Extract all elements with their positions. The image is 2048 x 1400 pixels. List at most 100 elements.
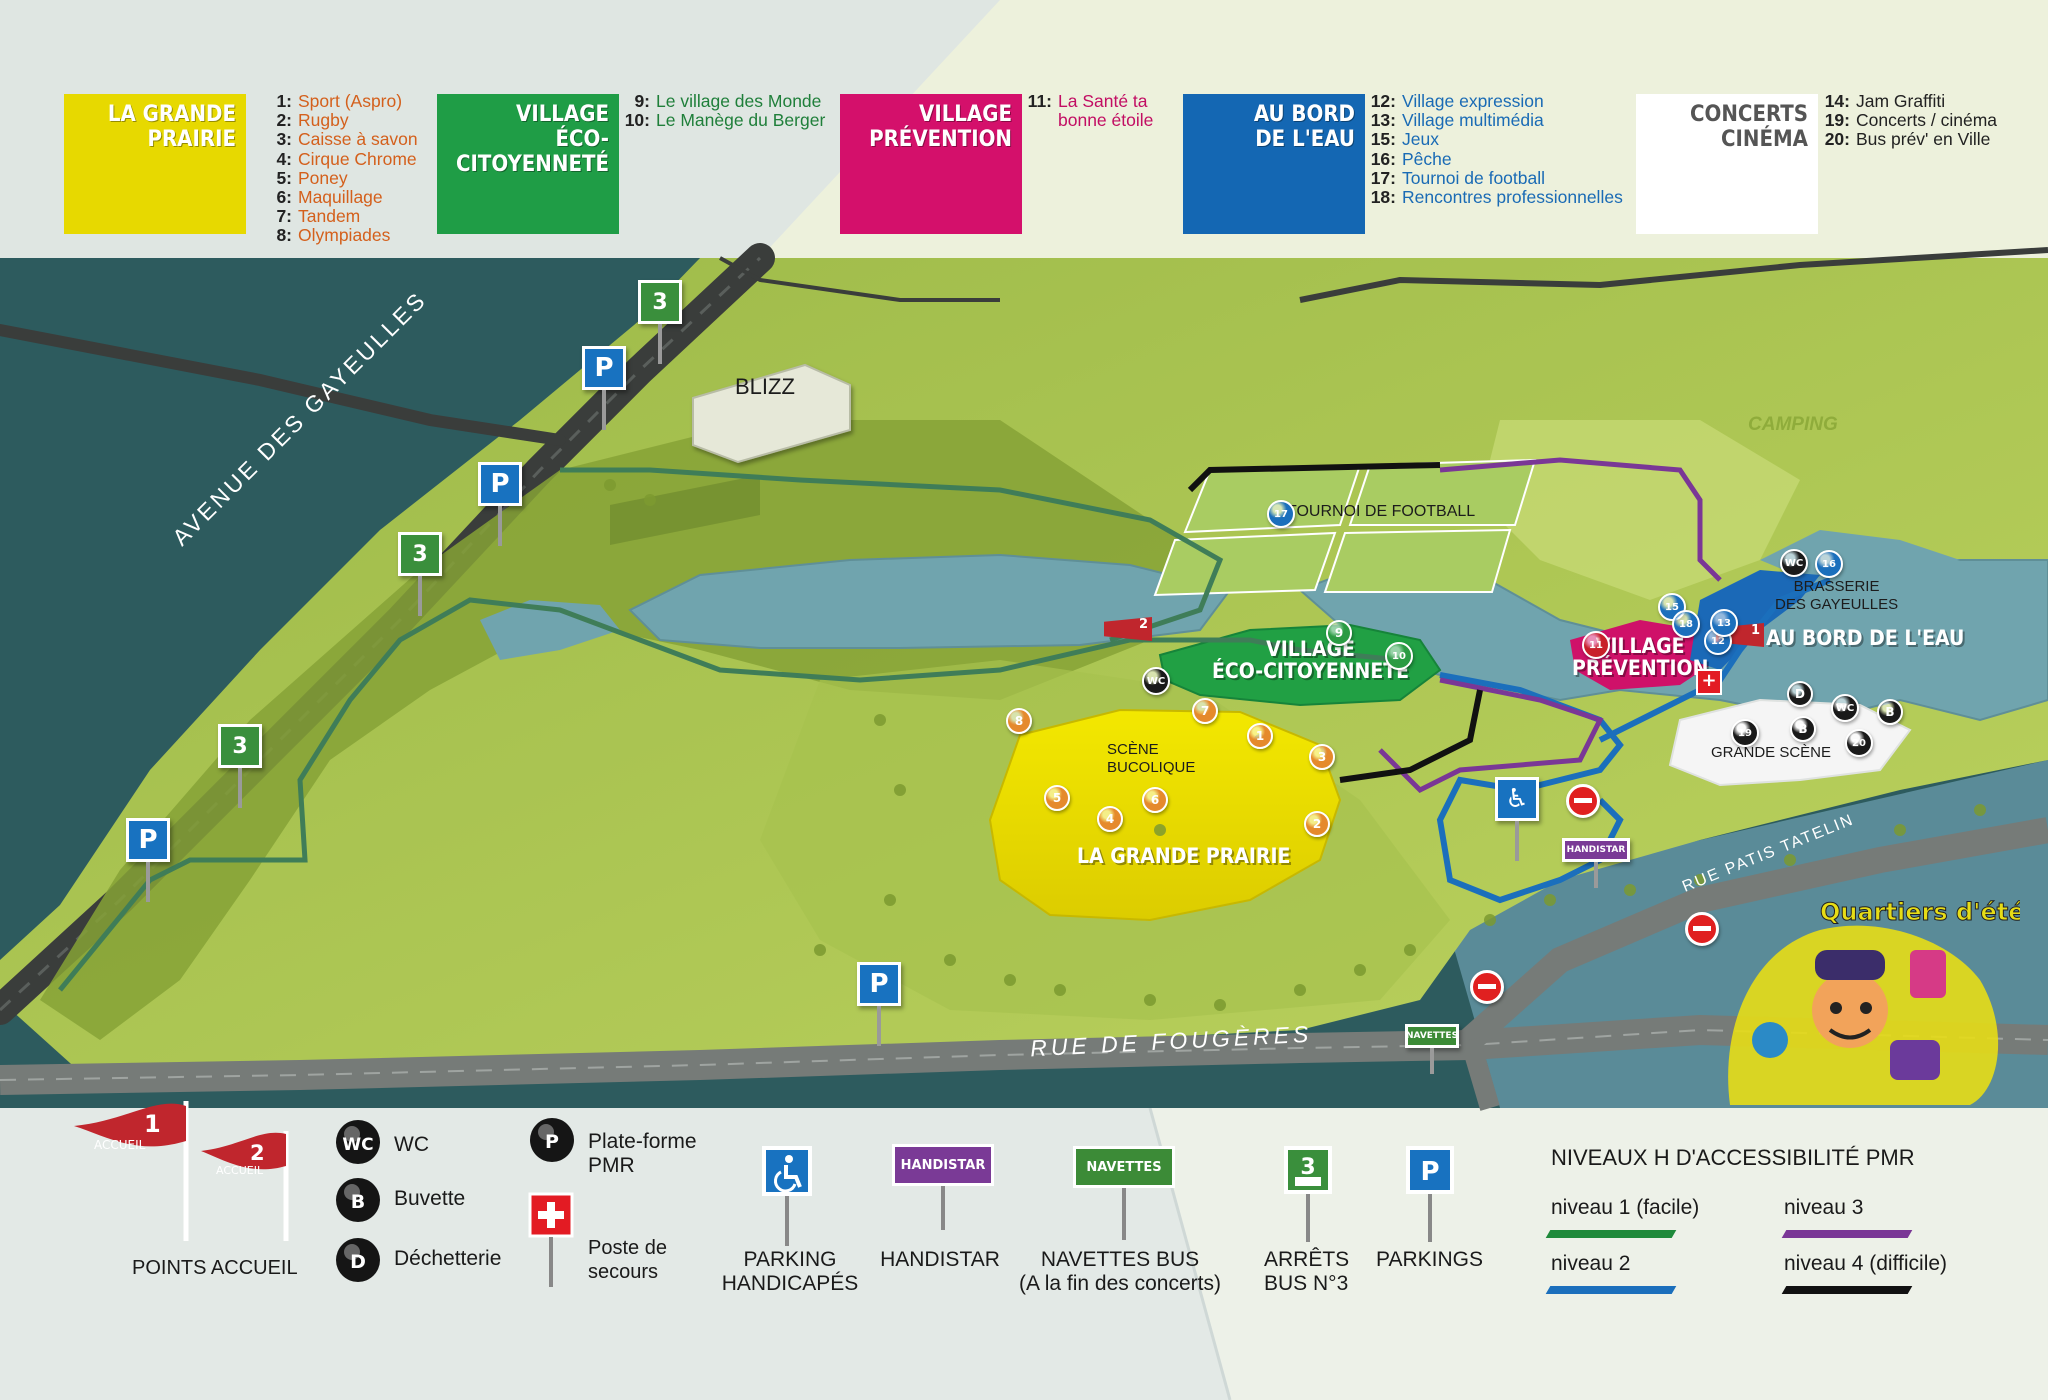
no-entry-sign	[1470, 970, 1504, 1004]
list-item: 15Jeux	[1366, 130, 1623, 149]
map-marker: 16	[1815, 550, 1843, 578]
brasserie-pond	[1760, 530, 1960, 585]
sign-pole	[877, 1006, 881, 1046]
map-marker: 5	[1044, 785, 1070, 811]
place-label-brasserie-2: DES GAYEULLES	[1775, 596, 1899, 613]
zone-label-village-eco: VILLAGE ÉCO-CITOYENNETÉ	[1212, 638, 1409, 682]
zone-village-eco-box: VILLAGE ÉCO-CITOYENNETÉ	[437, 94, 619, 234]
map-marker: 10	[1385, 642, 1413, 670]
place-label-scene-bucolique: SCÈNE BUCOLIQUE	[1107, 741, 1195, 777]
list-item: 2Rugby	[262, 111, 418, 130]
legend-parkings: PARKINGS	[1376, 1248, 1483, 1271]
map-marker: 2	[1304, 811, 1330, 837]
legend-handistar-sign: HANDISTAR	[892, 1144, 994, 1186]
place-label-camping: CAMPING	[1748, 414, 1838, 435]
legend-parking-handicapes-sign	[762, 1146, 812, 1246]
zone-village-prevention-title-2: PRÉVENTION	[869, 127, 1012, 152]
map-marker: D	[1787, 681, 1813, 707]
accueil-1-number: 1	[144, 1110, 161, 1138]
football-fields	[1153, 458, 1537, 597]
legend-pin-stack: WC B D	[336, 1120, 380, 1282]
sign-pole	[1594, 862, 1598, 888]
logo-title: Quartiers d'été	[1820, 898, 2020, 926]
map-marker: WC	[1780, 549, 1808, 577]
north-path	[719, 256, 1000, 302]
item-label: Village multimédia	[1402, 110, 1544, 131]
zone-label-village-prevention: VILLAGE PRÉVENTION	[1572, 635, 1708, 679]
list-item: 00bonne étoile	[1022, 111, 1153, 130]
legend-niveaux-title: NIVEAUX H D'ACCESSIBILITÉ PMR	[1551, 1145, 1915, 1170]
wheelchair-icon: ♿	[1495, 777, 1539, 821]
legend-niveau-1-swatch	[1545, 1230, 1677, 1238]
blizz-building	[692, 363, 851, 464]
navettes-sign: NAVETTES	[1405, 1024, 1459, 1074]
legend-handistar-pole	[941, 1186, 945, 1230]
item-label: Bus prév' en Ville	[1856, 129, 1991, 150]
map-marker: B	[1877, 699, 1903, 725]
item-number: 18	[1366, 187, 1396, 207]
handistar-sign: HANDISTAR	[1562, 838, 1630, 888]
bus-sign-label: 3	[638, 280, 682, 324]
zone-label-au-bord-eau: AU BORD DE L'EAU	[1766, 626, 1965, 650]
legend-parking-letter: P	[1420, 1157, 1439, 1187]
list-item: 8 Olympiades	[262, 226, 418, 245]
item-number: 5	[262, 168, 292, 188]
list-item: 11La Santé ta	[1022, 91, 1153, 111]
legend-navettes: NAVETTES BUS (A la fin des concerts)	[1000, 1248, 1240, 1296]
path-level-1-west	[58, 597, 1401, 992]
parking-sign-label: P	[478, 462, 522, 506]
grande-prairie-zone	[988, 708, 1342, 922]
north-road	[1299, 247, 2048, 303]
item-number: 8	[262, 226, 292, 245]
map-marker: 17	[1267, 500, 1295, 528]
sign-pole	[1430, 1048, 1434, 1074]
legend-niveau-2-swatch	[1545, 1286, 1677, 1294]
navettes-sign-label: NAVETTES	[1405, 1024, 1459, 1048]
map-marker: 4	[1097, 806, 1123, 832]
item-number: 17	[1366, 168, 1396, 188]
legend-pmr-1: Plate-forme	[588, 1130, 697, 1153]
item-number: 10	[620, 111, 650, 130]
item-number: 19	[1820, 111, 1850, 130]
legend-handistar: HANDISTAR	[880, 1248, 1000, 1271]
place-label-scene-bucolique-2: BUCOLIQUE	[1107, 759, 1196, 776]
legend-bus-stop-sign: 3	[1284, 1146, 1332, 1242]
no-entry-bar	[1574, 798, 1592, 803]
zone-village-prevention-title-1: VILLAGE	[919, 102, 1012, 127]
zone-label-village-eco-2: ÉCO-CITOYENNETÉ	[1212, 659, 1410, 683]
zone-village-eco-list: 9Le village des Monde 10Le Manège du Ber…	[620, 91, 826, 131]
list-item: 16Pêche	[1366, 149, 1623, 169]
item-number: 2	[262, 111, 292, 130]
zone-au-bord-eau-box: AU BORD DE L'EAU	[1183, 94, 1365, 234]
sign-pole	[1515, 821, 1519, 861]
map-marker: 7	[1192, 698, 1218, 724]
map-marker: 1	[1247, 723, 1273, 749]
bus-stop-sign: 3	[218, 724, 262, 808]
central-lake	[628, 553, 1232, 649]
accueil-2-number: 2	[250, 1141, 265, 1165]
sign-pole	[602, 390, 606, 430]
accueil-1-word: ACCUEIL	[94, 1138, 146, 1152]
legend-arrets-1: ARRÊTS	[1264, 1248, 1350, 1271]
parking-sign: P	[857, 962, 901, 1046]
legend-light-wedge	[1150, 1108, 2048, 1400]
list-item: 13Village multimédia	[1366, 111, 1623, 130]
parking-sign: P	[478, 462, 522, 546]
zone-concerts-cinema-list: 14Jam Graffiti 19Concerts / cinéma 20Bus…	[1820, 91, 1997, 150]
item-label: Olympiades	[298, 225, 391, 246]
list-item: 6 Maquillage	[262, 187, 418, 208]
item-label: Le Manège du Berger	[656, 110, 826, 131]
list-item: 18 Rencontres professionnelles	[1366, 187, 1623, 208]
item-number: 6	[262, 187, 292, 207]
item-label: Rencontres professionnelles	[1402, 187, 1623, 208]
legend-navettes-pole	[1122, 1188, 1126, 1240]
place-label-blizz: BLIZZ	[735, 374, 795, 399]
legend-dechetterie: Déchetterie	[394, 1247, 502, 1270]
legend-parking-handicapes-2: HANDICAPÉS	[721, 1272, 859, 1295]
place-label-scene-bucolique-1: SCÈNE	[1107, 741, 1159, 758]
zone-grande-prairie-title-2: PRAIRIE	[147, 127, 236, 152]
item-label: bonne étoile	[1058, 110, 1154, 131]
zone-label-village-prevention-1: VILLAGE	[1595, 634, 1685, 658]
list-item: 7Tandem	[262, 207, 418, 226]
item-label: Maquillage	[298, 187, 383, 208]
